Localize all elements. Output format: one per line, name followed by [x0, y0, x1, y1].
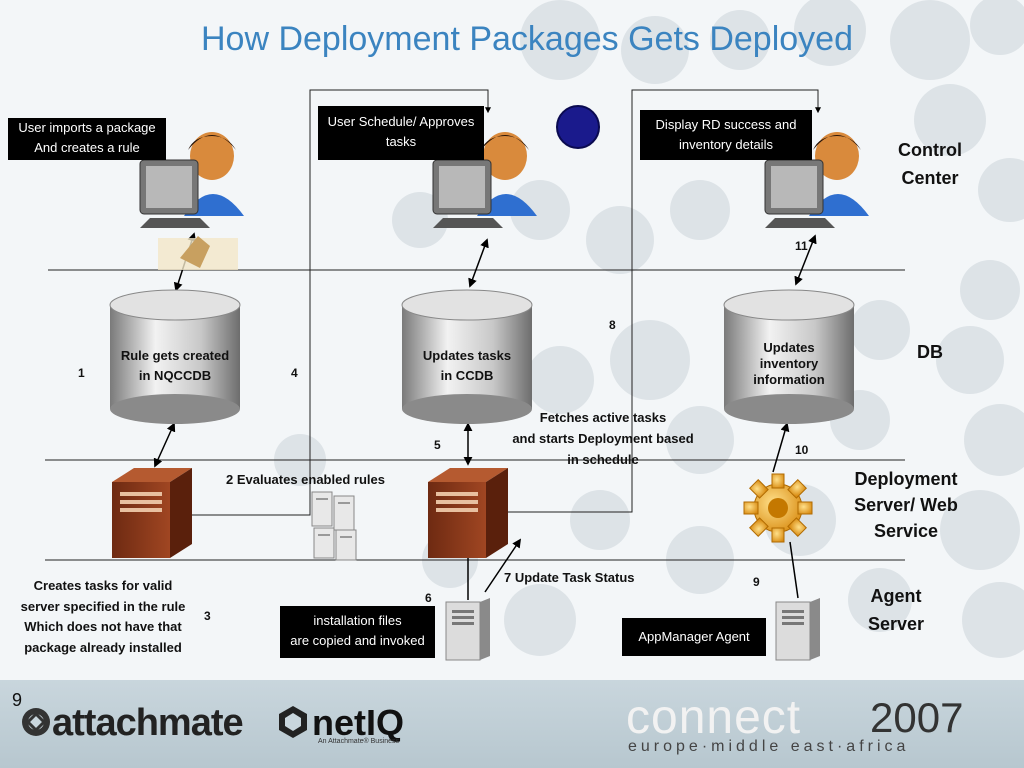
- callout-installation-line1: installation files: [313, 613, 402, 628]
- lane-agent-line1: Agent: [870, 586, 922, 606]
- db-ccdb-line1: Updates tasks: [422, 348, 512, 363]
- step-number-10: 10: [795, 443, 809, 457]
- label-creates-tasks-line2: server specified in the rule: [20, 598, 186, 614]
- server-tower-icon: [428, 468, 508, 558]
- label-evaluates-rules: 2 Evaluates enabled rules: [226, 472, 385, 487]
- label-fetches-line3: in schedule: [567, 452, 639, 467]
- lane-agent-line2: Server: [867, 614, 925, 634]
- label-update-status: 7 Update Task Status: [504, 570, 635, 585]
- db-nqccdb-line1: Rule gets created: [120, 348, 230, 363]
- db-nqccdb-line2: in NQCCDB: [138, 368, 212, 383]
- database-inventory-icon: [723, 289, 855, 424]
- arrow-user-inventory: [794, 234, 817, 286]
- step-number-1: 1: [78, 366, 85, 380]
- user-icon: [764, 132, 869, 228]
- step-number-4: 4: [291, 366, 298, 380]
- callout-user-imports-line2: And creates a rule: [34, 140, 140, 155]
- user-icon: [139, 132, 244, 270]
- step-number-9: 9: [753, 575, 760, 589]
- lane-deployment-line2: Server/ Web: [854, 495, 958, 515]
- label-fetches-line2: and starts Deployment based: [512, 431, 694, 446]
- database-nqccdb-icon: [109, 289, 241, 424]
- flow-line-4: [192, 89, 491, 516]
- db-inventory-line2: inventory: [759, 356, 819, 371]
- arrow-gear-inventory: [772, 422, 790, 473]
- callout-display-rd: Display RD success and inventory details: [640, 110, 812, 160]
- arrow-nqccdb-server: [153, 422, 176, 468]
- lane-control-center-line2: Center: [901, 168, 959, 188]
- label-fetches-line1: Fetches active tasks: [539, 410, 667, 425]
- footer-banner: [0, 680, 1024, 768]
- callout-appmanager: AppManager Agent: [622, 618, 766, 656]
- blue-dot-icon: [556, 105, 600, 149]
- db-nqccdb-label: Rule gets created in NQCCDB: [110, 346, 240, 386]
- callout-user-imports: User imports a package And creates a rul…: [8, 118, 166, 160]
- database-ccdb-icon: [401, 289, 533, 424]
- step-number-6: 6: [425, 591, 432, 605]
- server-tower-icon: [112, 468, 192, 558]
- db-inventory-line3: information: [753, 372, 825, 387]
- flow-line-8: [508, 89, 821, 513]
- agent-server-icon: [775, 598, 820, 661]
- step-number-3: 3: [204, 609, 211, 623]
- step-number-8: 8: [609, 318, 616, 332]
- step-number-11: 11: [795, 239, 808, 253]
- callout-display-rd-line1: Display RD success and: [655, 117, 797, 132]
- callout-installation-line2: are copied and invoked: [290, 633, 425, 648]
- brand-netiq: netIQ: [312, 702, 405, 743]
- label-creates-tasks-line3: Which does not have that: [24, 619, 182, 634]
- step-number-5: 5: [434, 438, 441, 452]
- label-fetches-tasks: Fetches active tasks and starts Deployme…: [488, 407, 718, 470]
- gear-icon: [743, 473, 813, 543]
- db-inventory-line1: Updates: [763, 340, 815, 355]
- arrow-user-ccdb: [468, 238, 489, 288]
- callout-installation: installation files are copied and invoke…: [280, 606, 435, 658]
- callout-display-rd-line2: inventory details: [679, 137, 773, 152]
- db-inventory-label: Updates inventory information: [724, 340, 854, 388]
- label-creates-tasks-line4: package already installed: [24, 639, 182, 655]
- diagram-canvas: [45, 89, 905, 661]
- arrow-agent-status: [484, 538, 522, 593]
- brand-netiq-sub: An Attachmate® Business: [318, 738, 400, 745]
- brand-year: 2007: [870, 694, 964, 741]
- page-title: How Deployment Packages Gets Deployed: [201, 20, 853, 58]
- brand-attachmate: attachmate: [52, 702, 244, 744]
- lane-deployment: Deployment Server/ Web Service: [836, 466, 976, 544]
- callout-user-schedule: User Schedule/ Approves tasks: [318, 106, 484, 160]
- lane-db: DB: [917, 342, 943, 362]
- callout-user-schedule-line2: tasks: [385, 134, 417, 149]
- netiq-logo-icon: [279, 706, 307, 738]
- line-gear-agent: [789, 541, 799, 599]
- db-ccdb-line2: in CCDB: [440, 368, 494, 383]
- label-creates-tasks-line1: Creates tasks for valid: [33, 578, 173, 593]
- agent-server-icon: [445, 598, 490, 661]
- background-dots: [274, 0, 1024, 658]
- callout-user-schedule-line1: User Schedule/ Approves: [327, 114, 475, 129]
- lane-deployment-line1: Deployment: [854, 469, 958, 489]
- user-icon: [432, 132, 537, 228]
- lane-deployment-line3: Service: [873, 521, 939, 541]
- callout-user-imports-line1: User imports a package: [18, 120, 156, 135]
- brand-region: europe·middle east·africa: [628, 738, 910, 755]
- lane-agent-server: Agent Server: [846, 582, 946, 638]
- db-ccdb-label: Updates tasks in CCDB: [402, 346, 532, 386]
- attachmate-logo-icon: [22, 708, 50, 736]
- lane-control-center-line1: Control: [898, 140, 962, 160]
- server-cluster-icon: [311, 491, 357, 561]
- brand-connect: connect: [626, 691, 802, 744]
- page-number: 9: [12, 690, 23, 710]
- label-creates-tasks: Creates tasks for valid server specified…: [6, 576, 200, 658]
- lane-control-center: Control Center: [880, 136, 980, 192]
